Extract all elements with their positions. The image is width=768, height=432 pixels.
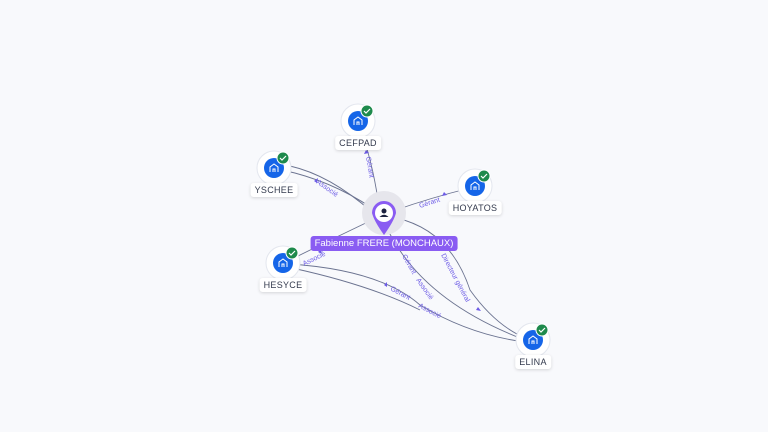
edge-hesyce-elina bbox=[289, 263, 526, 343]
check-icon bbox=[538, 327, 546, 333]
person-icon bbox=[379, 208, 389, 217]
edge-label-hoyatos: Gérant bbox=[418, 197, 441, 210]
edge-label-yschee: Associé bbox=[315, 179, 339, 199]
check-icon bbox=[279, 155, 287, 161]
building-icon bbox=[278, 258, 288, 267]
edge-label-elina-associe: Associé bbox=[414, 277, 434, 301]
check-icon bbox=[480, 173, 488, 179]
building-icon bbox=[353, 116, 363, 125]
company-label-hesyce[interactable]: HESYCE bbox=[259, 278, 307, 292]
check-icon bbox=[288, 250, 296, 256]
edge-label-hesyce-elina-associe: Associé bbox=[417, 303, 442, 321]
company-node-elina[interactable] bbox=[515, 322, 551, 358]
company-label-hoyatos[interactable]: HOYATOS bbox=[448, 201, 502, 215]
edge-arrows bbox=[314, 150, 481, 311]
building-icon bbox=[470, 181, 480, 190]
edge-label-cefpad: Gérant bbox=[364, 156, 375, 178]
building-icon bbox=[269, 163, 279, 172]
person-label[interactable]: Fabienne FRERE (MONCHAUX) bbox=[310, 236, 458, 251]
building-icon bbox=[528, 335, 538, 344]
edge-label-elina-gerant: Gérant bbox=[400, 254, 417, 276]
edge-center-elina-2 bbox=[395, 217, 526, 339]
company-node-hesyce[interactable] bbox=[265, 245, 301, 281]
edge-hesyce-elina-2 bbox=[291, 267, 421, 311]
company-node-cefpad[interactable] bbox=[340, 103, 376, 139]
company-node-hoyatos[interactable] bbox=[457, 168, 493, 204]
edge-label-hesyce-elina-gerant: Gérant bbox=[389, 286, 411, 302]
edge-center-yschee bbox=[281, 169, 373, 209]
company-label-cefpad[interactable]: CEFPAD bbox=[335, 136, 381, 150]
edge-label-hesyce: Associé bbox=[302, 251, 327, 268]
check-icon bbox=[363, 108, 371, 114]
company-label-elina[interactable]: ELINA bbox=[515, 355, 551, 369]
person-node[interactable] bbox=[362, 191, 406, 235]
company-node-yschee[interactable] bbox=[256, 150, 292, 186]
company-label-yschee[interactable]: YSCHEE bbox=[250, 183, 298, 197]
